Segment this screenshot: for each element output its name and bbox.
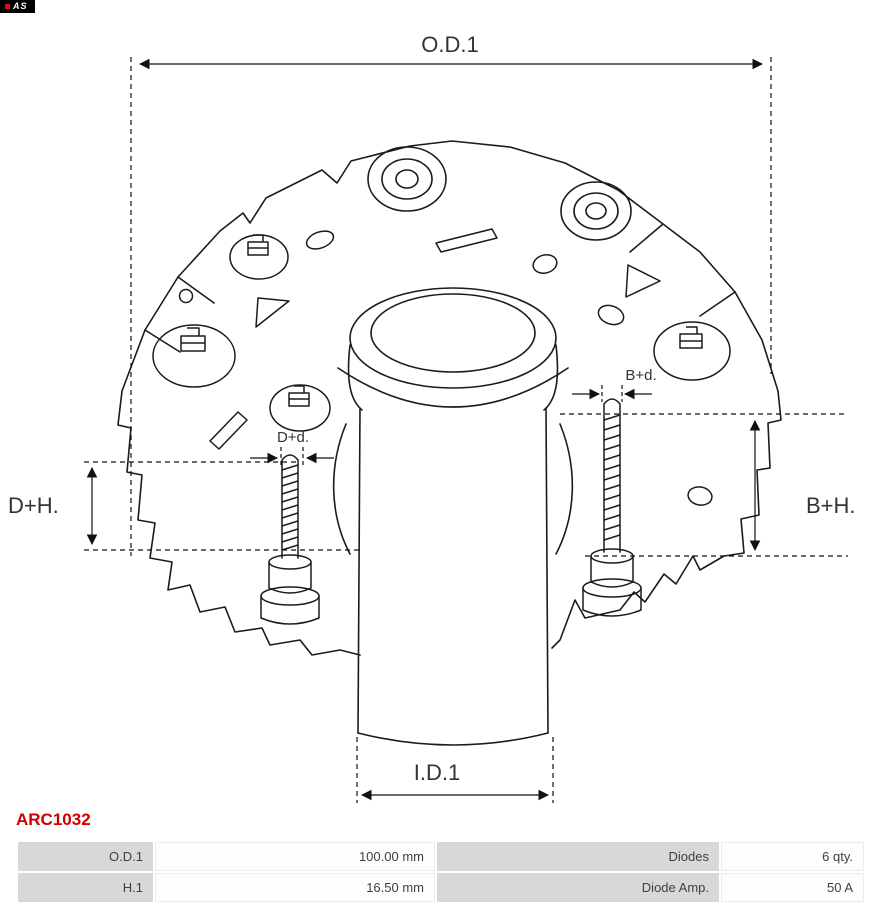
- dim-bd: B+d.: [572, 367, 657, 402]
- collar-sides: [347, 344, 559, 411]
- dim-od1: O.D.1: [130, 32, 772, 556]
- dim-dd: D+d.: [250, 429, 334, 466]
- spec-value-diode-amp: 50 A: [721, 873, 864, 902]
- specs-table: O.D.1 100.00 mm Diodes 6 qty. H.1 16.50 …: [16, 840, 866, 904]
- vent-oval: [532, 254, 558, 274]
- stud-left: [260, 454, 320, 625]
- rivets: [367, 146, 632, 241]
- stud-flange: [260, 595, 320, 625]
- spec-value-od1: 100.00 mm: [155, 842, 435, 871]
- spec-value-diodes: 6 qty.: [721, 842, 864, 871]
- printed-triangle: [625, 264, 661, 298]
- dim-label-dh: D+H.: [8, 493, 59, 518]
- stud-flange-ring: [260, 586, 320, 606]
- terminal-pad: [152, 324, 236, 388]
- terminal-bolt: [679, 326, 703, 349]
- stud-right: [582, 398, 642, 617]
- vent-oval: [687, 486, 713, 506]
- vent-oval: [305, 230, 335, 250]
- part-silhouette: [117, 140, 782, 656]
- terminals: [152, 234, 731, 432]
- rivet-ring: [573, 192, 619, 230]
- technical-drawing: O.D.1 I.D.1 D+H. D+d. B+d.: [8, 32, 856, 803]
- stud-threads: [281, 464, 299, 551]
- stud-boss-ring: [268, 554, 312, 570]
- dim-dh: D+H.: [8, 461, 360, 551]
- terminal-pad: [653, 321, 731, 381]
- part-details: [178, 228, 713, 506]
- terminal-bolt: [288, 385, 310, 407]
- spec-value-h1: 16.50 mm: [155, 873, 435, 902]
- stud-threads: [603, 414, 621, 541]
- slot-rectangle: [435, 228, 498, 253]
- stud-flange: [582, 587, 642, 617]
- bore-cylinder-bottom: [357, 732, 549, 746]
- printed-triangle: [255, 297, 290, 328]
- dim-id1: I.D.1: [356, 737, 554, 803]
- rivet-ring: [367, 146, 447, 212]
- spec-label-od1: O.D.1: [18, 842, 153, 871]
- dim-bh: B+H.: [560, 413, 856, 557]
- rivet-ring: [395, 169, 419, 189]
- spec-label-diodes: Diodes: [437, 842, 719, 871]
- stud-shaft: [603, 398, 621, 553]
- logo-accent-square: [5, 3, 10, 9]
- rivet-ring: [585, 202, 607, 220]
- plate-opening-edges: [332, 423, 574, 555]
- spec-row: H.1 16.50 mm Diode Amp. 50 A: [18, 873, 864, 902]
- spec-label-diode-amp: Diode Amp.: [437, 873, 719, 902]
- terminal-bolt: [247, 234, 269, 256]
- spec-label-h1: H.1: [18, 873, 153, 902]
- small-hole: [178, 288, 194, 304]
- bore-cylinder-walls: [357, 407, 549, 734]
- center-bore: [332, 287, 574, 746]
- terminal-pad: [269, 384, 331, 432]
- dim-label-id1: I.D.1: [414, 760, 460, 785]
- collar-outer-ring: [349, 287, 557, 389]
- spec-row: O.D.1 100.00 mm Diodes 6 qty.: [18, 842, 864, 871]
- terminal-bolt: [180, 327, 206, 352]
- part-code: ARC1032: [16, 810, 91, 829]
- rivet-ring: [381, 158, 433, 200]
- logo-text: AS: [13, 1, 28, 11]
- part-outline: [117, 140, 782, 656]
- part-facet-lines: [144, 223, 736, 353]
- dim-label-bd: B+d.: [625, 367, 656, 384]
- dim-label-bh: B+H.: [806, 493, 856, 518]
- rivet-ring: [560, 181, 632, 241]
- dim-label-dd: D+d.: [277, 429, 309, 446]
- vent-oval: [597, 304, 625, 326]
- stud-flange-ring: [582, 578, 642, 598]
- dim-label-od1: O.D.1: [421, 32, 478, 57]
- slot-rectangle: [209, 411, 248, 450]
- collar-base-curve: [337, 367, 569, 408]
- stud-boss: [590, 555, 634, 588]
- collar-inner-ring: [370, 293, 536, 373]
- as-logo: AS: [0, 0, 35, 13]
